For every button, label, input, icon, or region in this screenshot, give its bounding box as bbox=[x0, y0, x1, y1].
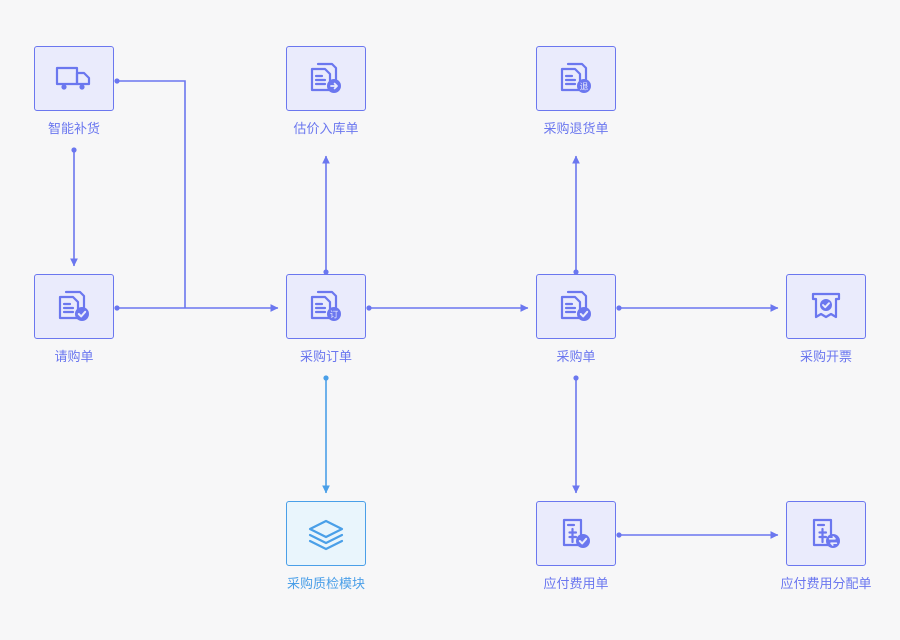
node-box[interactable]: 订 bbox=[286, 274, 366, 339]
node-label: 采购质检模块 bbox=[286, 577, 365, 592]
node-box[interactable] bbox=[536, 274, 616, 339]
node-purchase-return[interactable]: 退 采购退货单 bbox=[530, 46, 622, 138]
node-label: 智能补货 bbox=[47, 122, 100, 137]
money-doc-check-icon bbox=[558, 515, 594, 553]
node-requisition[interactable]: 请购单 bbox=[28, 274, 120, 366]
edge-bill-to-payable bbox=[572, 375, 580, 494]
node-payable-allocation[interactable]: 应付费用分配单 bbox=[780, 501, 872, 593]
node-label: 采购开票 bbox=[799, 350, 852, 365]
truck-icon bbox=[54, 62, 94, 96]
svg-text:订: 订 bbox=[330, 309, 339, 320]
money-doc-alloc-icon bbox=[808, 515, 844, 553]
edge-order-to-quality bbox=[322, 375, 330, 494]
document-return-icon: 退 bbox=[557, 60, 595, 98]
edge-requisition-to-order bbox=[114, 304, 279, 312]
node-box[interactable] bbox=[34, 46, 114, 111]
edge-smart-to-requisition bbox=[70, 147, 78, 267]
node-label: 采购单 bbox=[556, 350, 596, 365]
node-payable-expense[interactable]: 应付费用单 bbox=[530, 501, 622, 593]
edge-payable-to-allocation bbox=[616, 531, 779, 539]
document-order-icon: 订 bbox=[307, 288, 345, 326]
edge-smart-to-order bbox=[114, 78, 186, 308]
edge-order-to-estimated-inbound bbox=[322, 155, 330, 275]
document-check-icon bbox=[55, 288, 93, 326]
node-label: 采购订单 bbox=[299, 350, 352, 365]
node-box[interactable] bbox=[286, 46, 366, 111]
node-label: 请购单 bbox=[54, 350, 94, 365]
invoice-check-icon bbox=[808, 289, 844, 325]
node-box[interactable] bbox=[536, 501, 616, 566]
node-purchase-invoice[interactable]: 采购开票 bbox=[780, 274, 872, 366]
node-box[interactable]: 退 bbox=[536, 46, 616, 111]
node-smart-replenishment[interactable]: 智能补货 bbox=[28, 46, 120, 138]
document-arrow-icon bbox=[307, 60, 345, 98]
node-quality-module[interactable]: 采购质检模块 bbox=[280, 501, 372, 593]
node-purchase-bill[interactable]: 采购单 bbox=[530, 274, 622, 366]
layers-icon bbox=[306, 517, 346, 551]
node-label: 应付费用单 bbox=[543, 577, 609, 592]
node-label: 估价入库单 bbox=[293, 122, 359, 137]
node-box[interactable] bbox=[786, 501, 866, 566]
node-label: 应付费用分配单 bbox=[780, 577, 872, 592]
edge-bill-to-invoice bbox=[616, 304, 779, 312]
svg-text:退: 退 bbox=[580, 81, 589, 92]
edge-order-to-bill bbox=[366, 304, 529, 312]
node-purchase-order[interactable]: 订 采购订单 bbox=[280, 274, 372, 366]
node-box[interactable] bbox=[34, 274, 114, 339]
node-estimated-inbound[interactable]: 估价入库单 bbox=[280, 46, 372, 138]
document-check-icon bbox=[557, 288, 595, 326]
node-box[interactable] bbox=[286, 501, 366, 566]
node-label: 采购退货单 bbox=[543, 122, 609, 137]
node-box[interactable] bbox=[786, 274, 866, 339]
edge-bill-to-return bbox=[572, 155, 580, 275]
